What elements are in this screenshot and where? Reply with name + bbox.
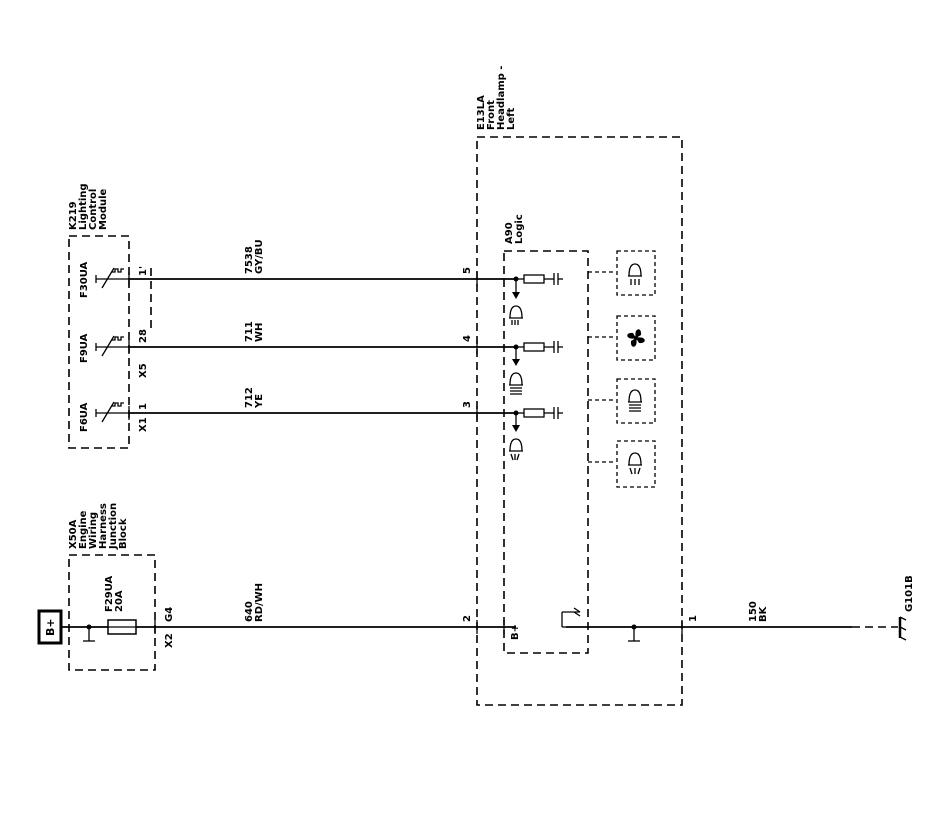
channel-4-elements xyxy=(509,341,563,395)
x50a-junction-block-box xyxy=(68,554,156,671)
x5-connector-label: X5 xyxy=(138,363,149,378)
circuit-7538-label: 7538GY/BU xyxy=(244,239,265,274)
fuse-f30ua-label: F30UA xyxy=(79,261,90,298)
daytime-running-lamp-icon xyxy=(628,452,642,475)
ground-pin-label: 1 xyxy=(688,615,699,622)
ground-name-label: G101B xyxy=(904,575,915,612)
g4-connector-label: G4 xyxy=(164,607,175,622)
x2-connector-label: X2 xyxy=(164,633,175,648)
a90-logic-box xyxy=(503,250,589,654)
fuse-f6ua-label: F6UA xyxy=(79,402,90,432)
a90-module-label: A90Logic xyxy=(504,214,525,244)
x1-pin-label: 1 xyxy=(138,403,149,410)
bus-tap-icon xyxy=(83,624,95,642)
lamp-icon-box xyxy=(616,250,656,296)
switch-icon xyxy=(95,335,128,357)
high-beam-lamp-icon xyxy=(628,389,642,412)
bus-tap-icon xyxy=(628,624,640,642)
pin-2-label: 2 xyxy=(462,615,473,622)
pin-3-label: 3 xyxy=(462,401,473,408)
fuse-f29ua-label: F29UA20A xyxy=(104,575,125,612)
lamp-icon-box xyxy=(616,378,656,424)
a90-bplus-label: B+ xyxy=(510,624,521,640)
switch-icon xyxy=(95,401,128,423)
x50a-module-label: X50AEngineWiringHarnessJunctionBlock xyxy=(68,503,129,550)
fuse-f9ua-label: F9UA xyxy=(79,333,90,363)
low-beam-lamp-icon xyxy=(628,263,642,285)
circuit-711-label: 711WH xyxy=(244,321,265,342)
lamp-icon-box xyxy=(616,440,656,488)
internal-ground-icon xyxy=(561,607,581,628)
fan-icon-box xyxy=(616,315,656,361)
x1-connector-label: X1 xyxy=(138,417,149,432)
power-bplus-box xyxy=(37,609,63,645)
k219-module-label: K219LightingControlModule xyxy=(68,183,109,230)
fan-icon xyxy=(627,329,645,347)
channel-3-elements xyxy=(509,407,563,461)
ground-icon xyxy=(898,616,907,641)
ground-circuit-label: 150BK xyxy=(748,601,769,622)
circuit-640-label: 640RD/WH xyxy=(244,583,265,622)
channel-5-elements xyxy=(509,273,563,325)
k219-module-box xyxy=(68,235,130,449)
e13la-headlamp-box xyxy=(476,136,683,706)
e13la-module-label: E13LAFrontHeadlamp -Left xyxy=(476,66,517,130)
pin-5-label: 5 xyxy=(462,267,473,274)
k219-pin-label: 1' xyxy=(138,266,149,276)
switch-icon xyxy=(95,267,128,289)
circuit-712-label: 712YE xyxy=(244,387,265,409)
x5-pin-label: 28 xyxy=(138,329,149,343)
power-bplus-label: B+ xyxy=(44,618,57,636)
pin-4-label: 4 xyxy=(462,335,473,342)
